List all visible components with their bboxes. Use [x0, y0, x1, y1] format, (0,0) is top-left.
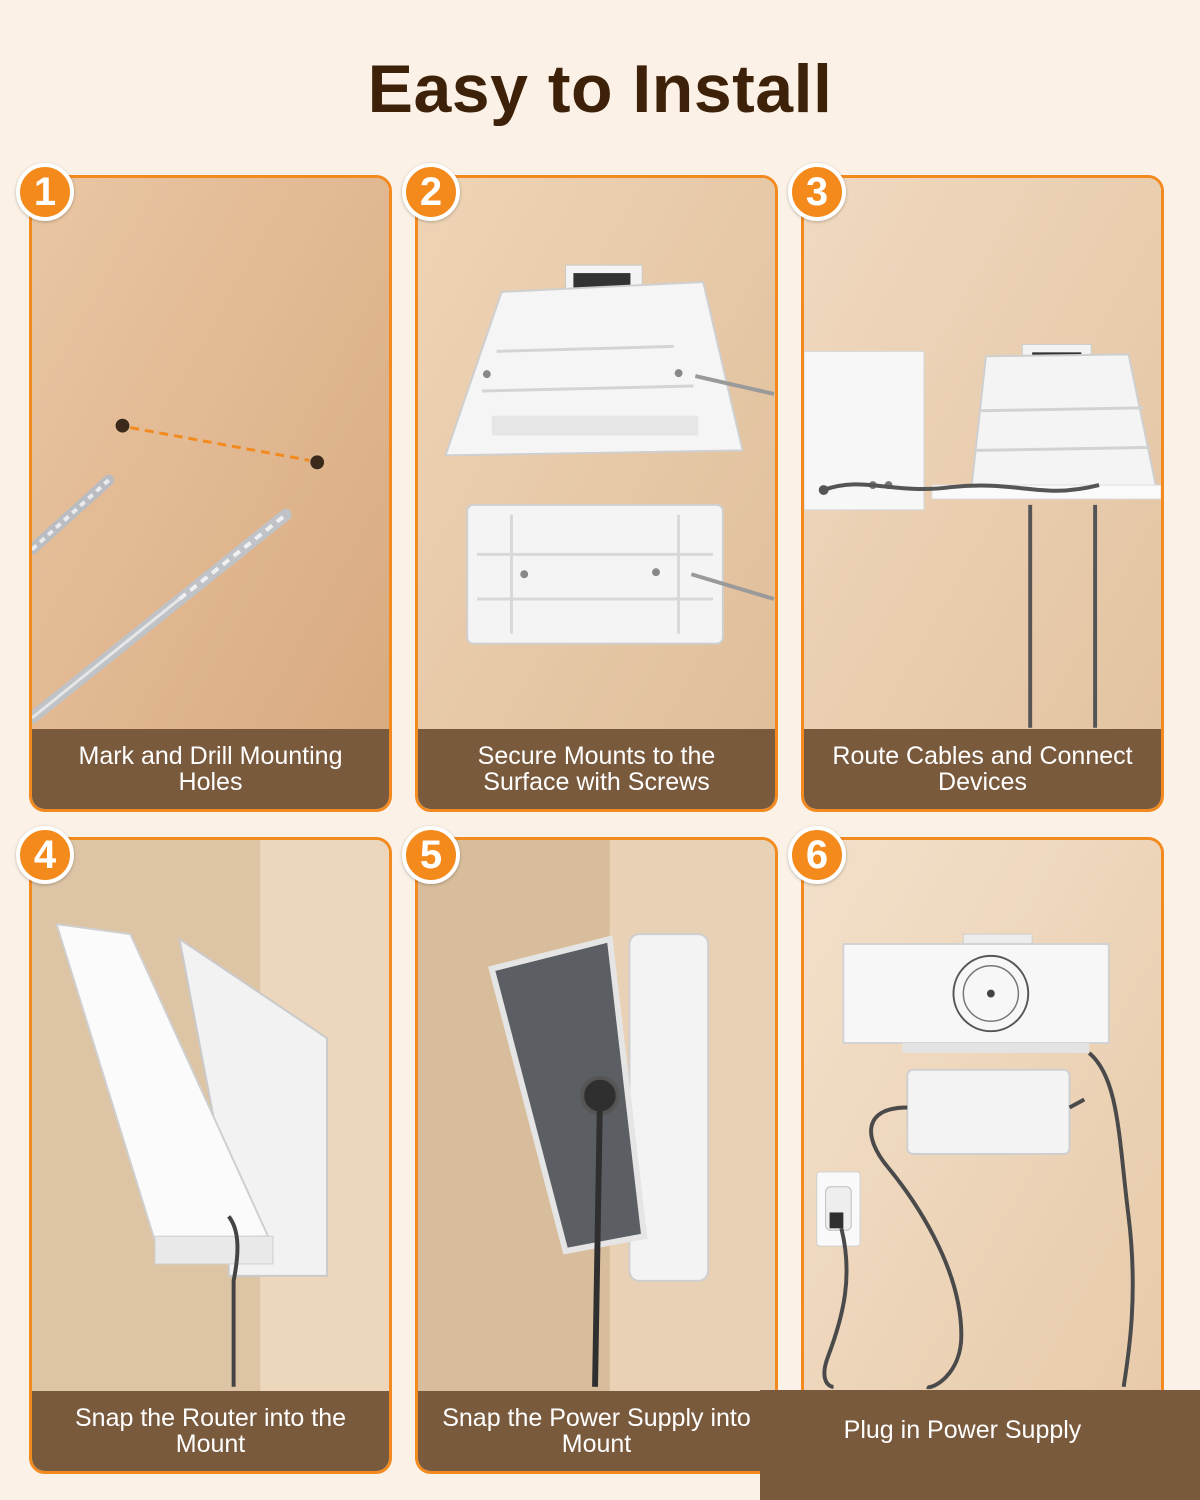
cable-icon	[822, 1051, 1135, 1390]
step-card-2: Secure Mounts to the Surface with Screws	[415, 175, 778, 812]
drill-hole-icon	[310, 455, 325, 470]
step-badge-1: 1	[16, 163, 74, 221]
power-supply-icon	[488, 935, 648, 1255]
step-badge-2: 2	[402, 163, 460, 221]
step-caption: Secure Mounts to the Surface with Screws	[418, 729, 775, 809]
drill-scene-illustration	[32, 178, 389, 809]
router-snap-illustration	[32, 840, 389, 1471]
wall-mount-icon	[466, 503, 724, 645]
wall-mount-icon	[444, 264, 744, 457]
power-supply-icon	[906, 1068, 1071, 1156]
wall-mount-icon	[931, 343, 1161, 500]
step-card-4: Snap the Router into the Mount	[29, 837, 392, 1474]
power-outlet-icon	[816, 1171, 861, 1247]
router-icon	[55, 923, 274, 1265]
step-badge-4: 4	[16, 826, 74, 884]
mount-scene-illustration	[418, 178, 775, 809]
step-badge-3: 3	[788, 163, 846, 221]
cable-icon	[227, 1215, 240, 1387]
cable-icon	[822, 482, 1100, 728]
step-card-1: Mark and Drill Mounting Holes	[29, 175, 392, 812]
step-card-5: Snap the Power Supply into Mount	[415, 837, 778, 1474]
step-caption: Snap the Power Supply into Mount	[418, 1391, 775, 1471]
step-card-3: Route Cables and Connect Devices	[801, 175, 1164, 812]
step-badge-5: 5	[402, 826, 460, 884]
step-card-6	[801, 837, 1164, 1474]
drill-bit-icon	[32, 474, 292, 724]
power-supply-snap-illustration	[418, 840, 775, 1471]
step-6-caption-strip: Plug in Power Supply	[760, 1390, 1200, 1500]
step-caption: Route Cables and Connect Devices	[804, 729, 1161, 809]
step-badge-6: 6	[788, 826, 846, 884]
cable-icon	[592, 1099, 603, 1387]
cable-scene-illustration	[804, 178, 1161, 809]
page-title: Easy to Install	[367, 51, 833, 127]
step-caption: Mark and Drill Mounting Holes	[32, 729, 389, 809]
step-caption: Plug in Power Supply	[760, 1390, 1165, 1470]
plug-in-illustration	[804, 840, 1161, 1471]
step-caption: Snap the Router into the Mount	[32, 1391, 389, 1471]
router-icon	[842, 933, 1110, 1053]
drill-hole-icon	[115, 418, 130, 433]
